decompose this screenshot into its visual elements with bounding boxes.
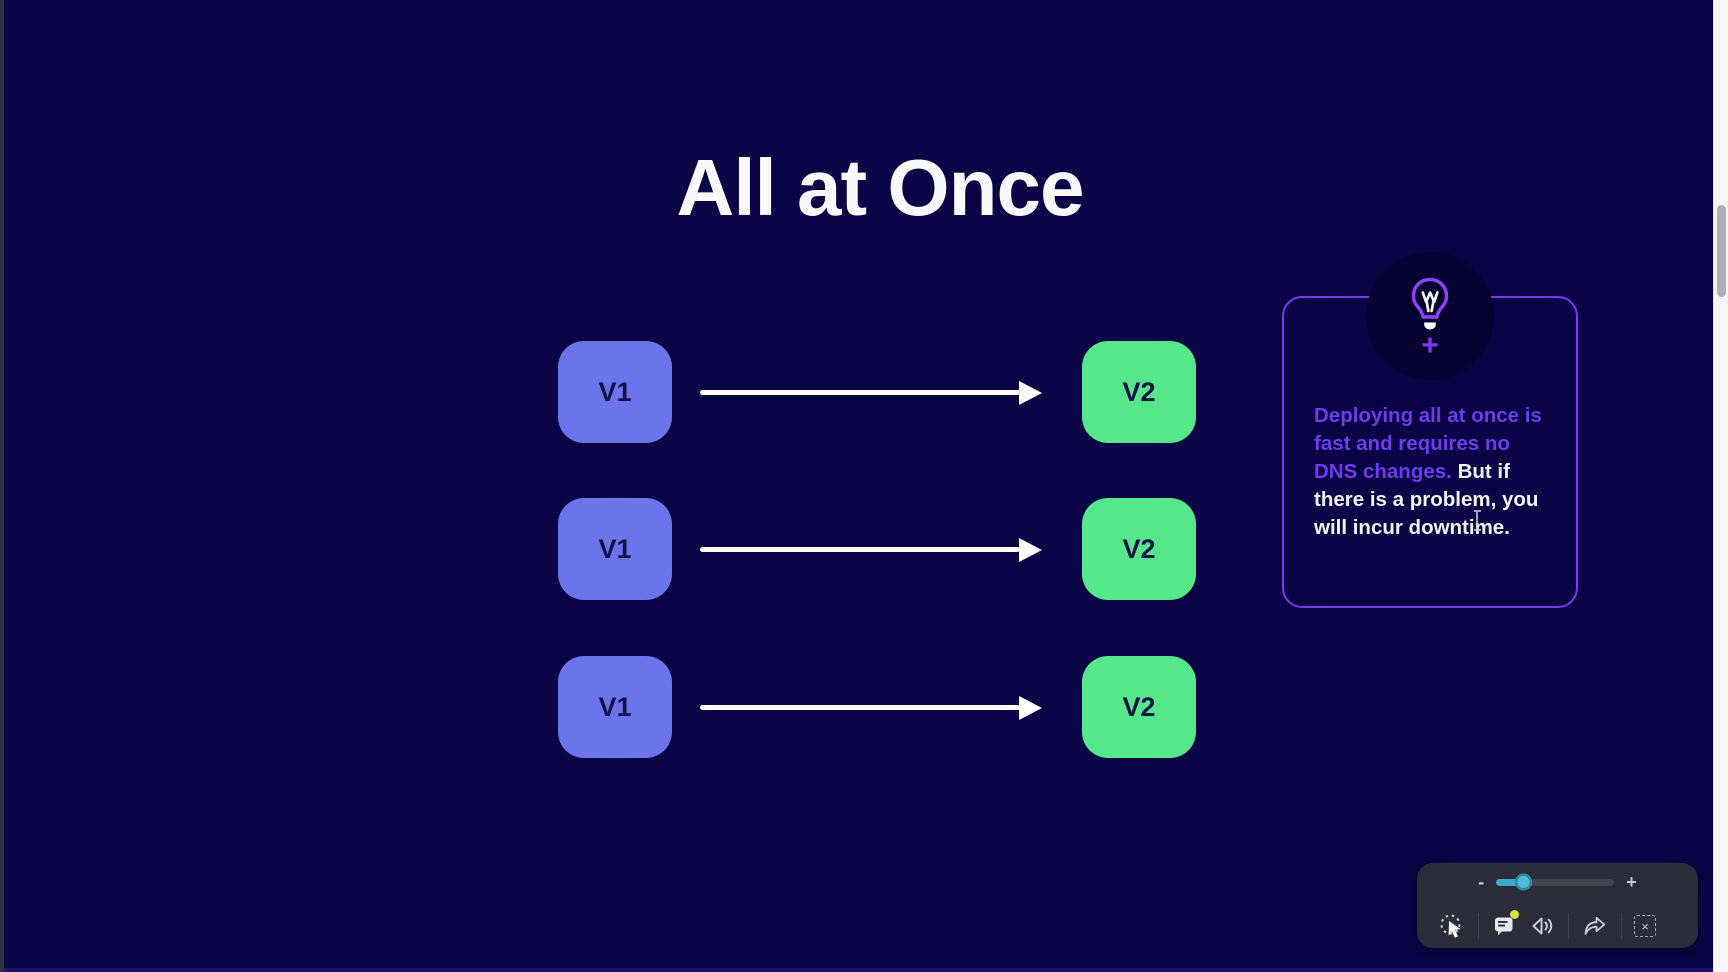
comments-icon — [1495, 917, 1513, 936]
player-toolbar: - + — [1417, 863, 1698, 948]
zoom-out-button[interactable]: - — [1478, 872, 1485, 892]
deploy-arrow — [700, 380, 1042, 405]
tip-highlight-text: Deploying all at once is fast and requir… — [1314, 404, 1542, 483]
source-version-label: V1 — [598, 533, 632, 564]
tip-text: Deploying all at once is fast and requir… — [1314, 402, 1554, 542]
lightbulb-icon — [1411, 277, 1449, 330]
target-version-box: V2 — [1082, 341, 1196, 443]
target-version-label: V2 — [1122, 691, 1156, 722]
source-version-label: V1 — [598, 376, 632, 407]
toolbar-divider — [1568, 913, 1569, 939]
target-version-label: V2 — [1122, 376, 1156, 407]
deploy-arrow — [700, 537, 1042, 562]
target-version-box: V2 — [1082, 498, 1196, 600]
lightbulb-badge: + — [1366, 252, 1494, 380]
scrollbar[interactable] — [1713, 0, 1728, 972]
source-version-box: V1 — [558, 498, 672, 600]
comments-badge — [1510, 910, 1519, 919]
zoom-controls: - + — [1417, 871, 1698, 893]
close-icon[interactable]: × — [1634, 915, 1656, 937]
source-version-box: V1 — [558, 341, 672, 443]
toolbar-divider — [1478, 913, 1479, 939]
source-version-label: V1 — [598, 691, 632, 722]
expand-plus-button[interactable]: + — [1421, 329, 1439, 362]
source-version-box: V1 — [558, 656, 672, 758]
pointer-icon[interactable] — [1439, 913, 1466, 940]
zoom-slider[interactable] — [1496, 873, 1615, 891]
slide-title: All at Once — [676, 143, 1085, 232]
deploy-arrow — [700, 695, 1042, 720]
zoom-slider-knob[interactable] — [1515, 873, 1533, 891]
window-edge — [0, 0, 4, 972]
tip-body-text: But if there is a problem, you will incu… — [1314, 460, 1539, 539]
zoom-slider-fill — [1496, 878, 1525, 886]
text-cursor — [1473, 510, 1481, 531]
target-version-label: V2 — [1122, 533, 1156, 564]
toolbar-icons: × — [1439, 909, 1656, 943]
tip-card: + Deploying all at once is fast and requ… — [1282, 252, 1578, 608]
volume-icon[interactable] — [1528, 913, 1556, 939]
comments-button[interactable] — [1491, 910, 1519, 938]
bottom-progress-strip — [4, 968, 1713, 972]
target-version-box: V2 — [1082, 656, 1196, 758]
zoom-in-button[interactable]: + — [1626, 872, 1637, 892]
share-icon[interactable] — [1581, 913, 1609, 939]
toolbar-divider — [1621, 913, 1622, 939]
scrollbar-thumb[interactable] — [1717, 205, 1726, 297]
